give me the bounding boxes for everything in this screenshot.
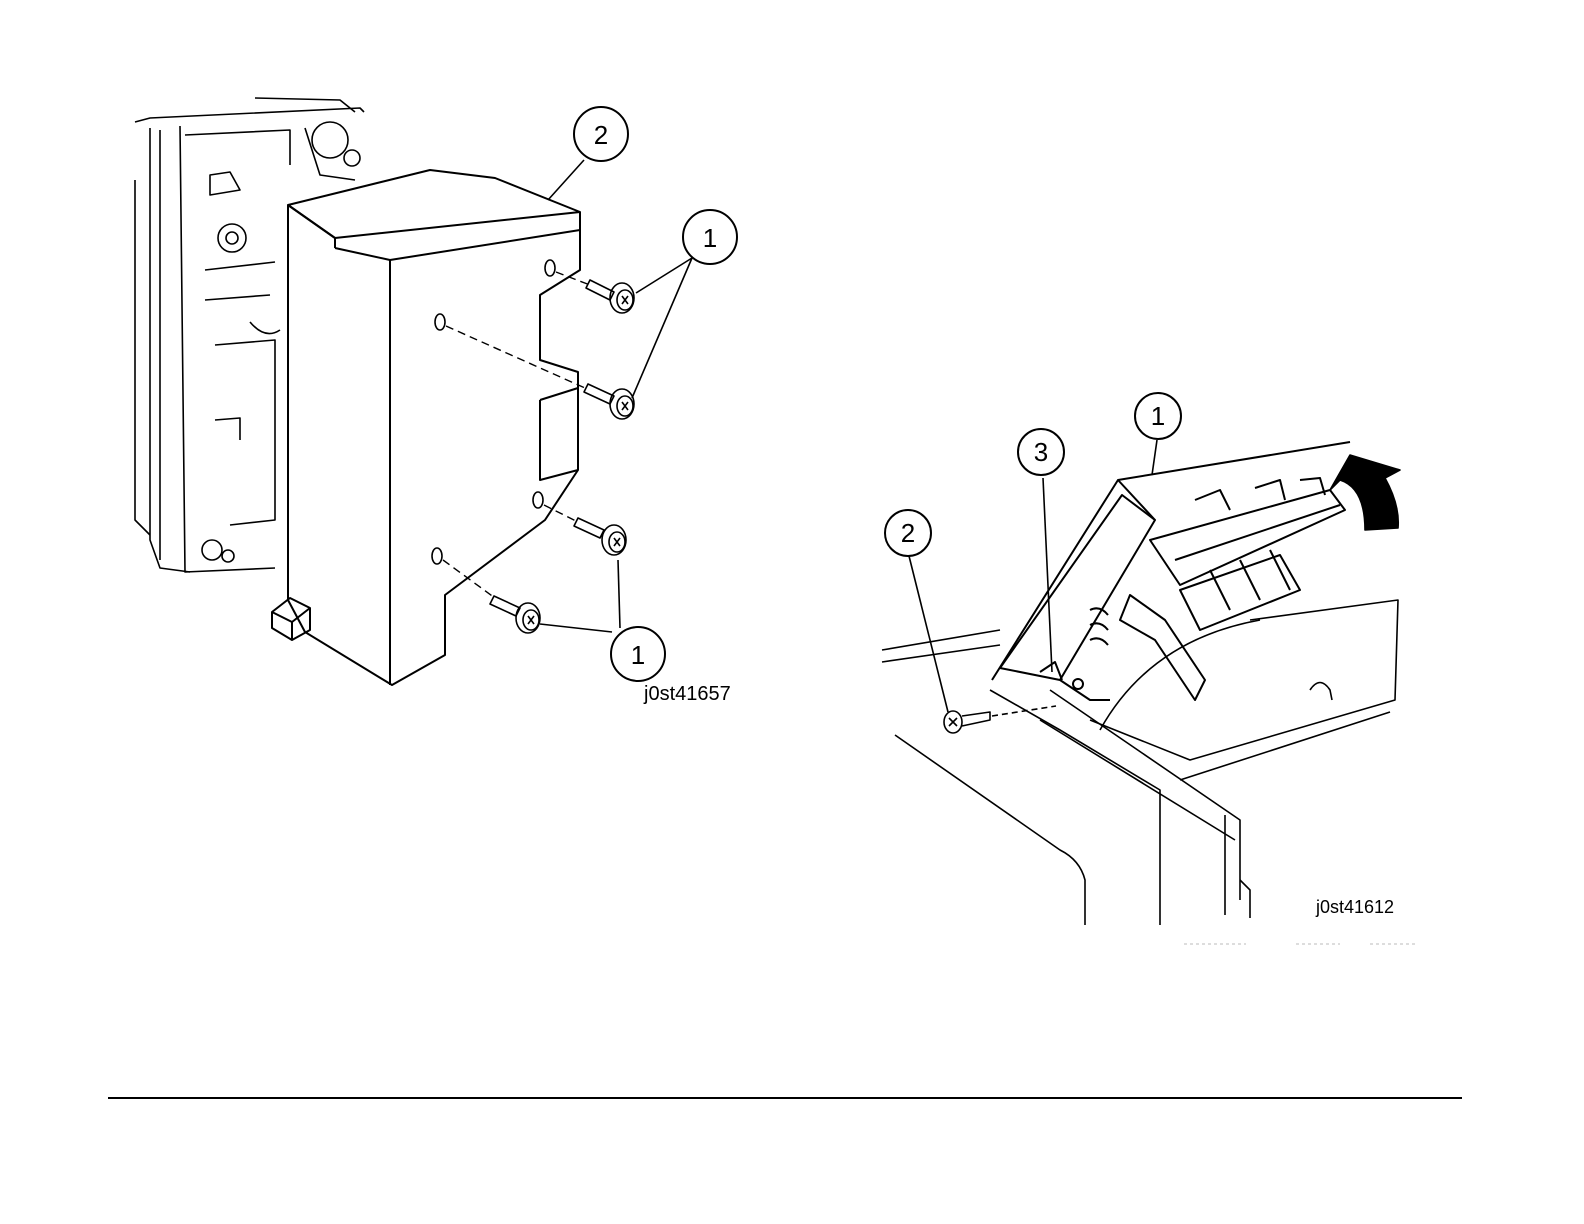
- callout-item-3: 3: [1018, 429, 1064, 475]
- figure-id-label: j0st41612: [1316, 897, 1394, 918]
- machine-body: [882, 600, 1398, 925]
- footer-divider: [108, 1097, 1462, 1099]
- svg-text:1: 1: [1151, 401, 1165, 431]
- svg-text:3: 3: [1034, 437, 1048, 467]
- screw: [944, 711, 990, 733]
- callout-item-1: 1: [1135, 393, 1181, 439]
- svg-text:2: 2: [901, 518, 915, 548]
- figure-right-drawing: 1 3 2: [0, 0, 1584, 1000]
- callout-item-2: 2: [885, 510, 931, 556]
- top-cover: [992, 442, 1350, 700]
- lift-arrow: [1330, 455, 1400, 530]
